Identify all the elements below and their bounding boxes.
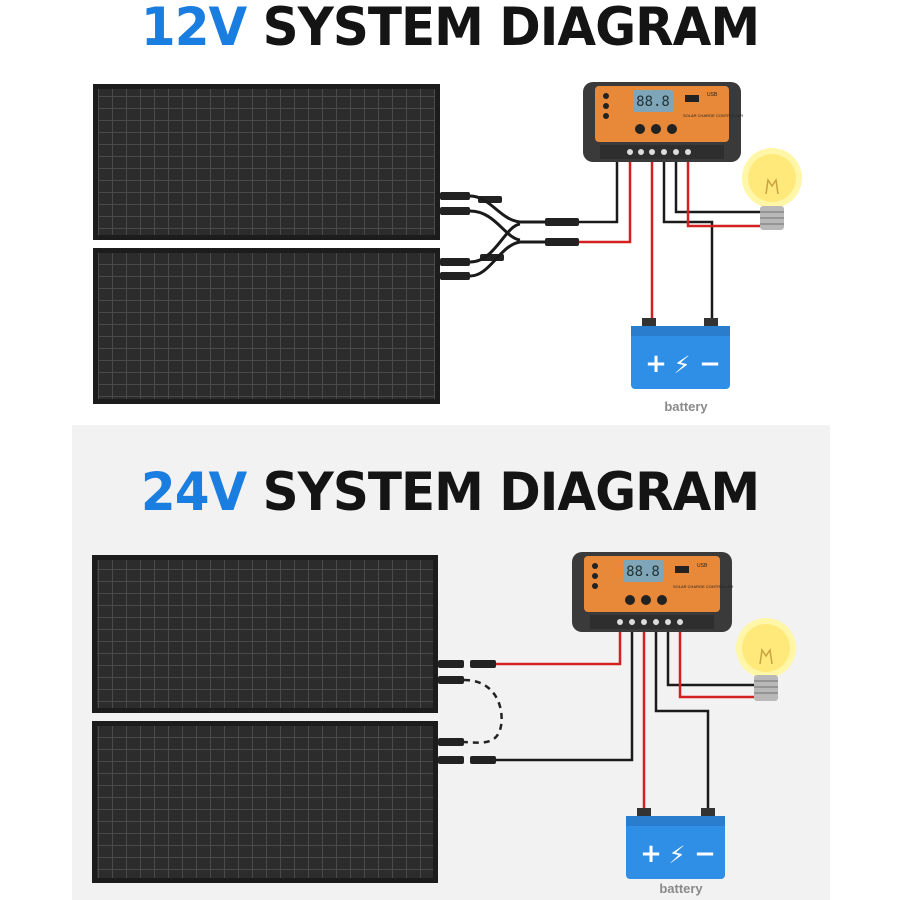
panel-connectors bbox=[438, 660, 496, 764]
diagram-12v: 12V SYSTEM DIAGRAM bbox=[0, 0, 900, 425]
svg-text:+: + bbox=[640, 839, 662, 869]
charge-controller-icon: 88.8 USB SOLAR CHARGE CONTROLLER bbox=[583, 82, 743, 162]
battery-icon: + ⚡ − bbox=[631, 318, 730, 389]
wiring-diagram-24v: 88.8 USB SOLAR CHARGE CONTROLLER bbox=[92, 552, 796, 896]
controller-wires bbox=[579, 160, 760, 322]
svg-text:+: + bbox=[645, 349, 667, 379]
svg-text:USB: USB bbox=[707, 92, 718, 98]
solar-panel-icon bbox=[93, 248, 440, 404]
light-bulb-icon bbox=[742, 148, 802, 230]
branch-wires bbox=[469, 194, 560, 278]
usb-label-12v: USB bbox=[707, 92, 718, 98]
title-main-12v: SYSTEM DIAGRAM bbox=[262, 0, 760, 58]
solar-panel-icon bbox=[92, 555, 438, 713]
battery-minus-24v: − bbox=[694, 839, 716, 869]
svg-text:SOLAR CHARGE CONTROLLER: SOLAR CHARGE CONTROLLER bbox=[683, 113, 743, 118]
controller-display-12v: 88.8 bbox=[636, 94, 670, 110]
svg-text:battery: battery bbox=[659, 881, 703, 896]
svg-text:USB: USB bbox=[697, 563, 708, 569]
solar-panel-icon bbox=[92, 721, 438, 883]
title-accent-12v: 12V bbox=[140, 0, 247, 58]
title-accent-24v: 24V bbox=[140, 461, 247, 523]
controller-text-24v: SOLAR CHARGE CONTROLLER bbox=[673, 584, 733, 589]
svg-text:⚡: ⚡ bbox=[669, 841, 686, 869]
title-main-24v: SYSTEM DIAGRAM bbox=[262, 461, 760, 523]
svg-text:−: − bbox=[694, 839, 716, 869]
series-jumper-wire bbox=[463, 678, 503, 744]
page-title-24v: 24V SYSTEM DIAGRAM bbox=[0, 462, 900, 523]
svg-text:SOLAR CHARGE CONTROLLER: SOLAR CHARGE CONTROLLER bbox=[673, 584, 733, 589]
panel-connectors bbox=[440, 192, 504, 280]
charge-controller-icon: 88.8 USB SOLAR CHARGE CONTROLLER bbox=[572, 552, 733, 632]
battery-label-24v: battery bbox=[659, 881, 703, 896]
battery-bolt-12v: ⚡ bbox=[674, 351, 691, 379]
battery-icon: + ⚡ − bbox=[626, 808, 725, 879]
controller-wires bbox=[496, 630, 754, 813]
svg-text:battery: battery bbox=[664, 399, 708, 414]
battery-label-12v: battery bbox=[664, 399, 708, 414]
svg-text:88.8: 88.8 bbox=[636, 94, 670, 110]
svg-text:⚡: ⚡ bbox=[674, 351, 691, 379]
usb-label-24v: USB bbox=[697, 563, 708, 569]
battery-plus-24v: + bbox=[640, 839, 662, 869]
svg-text:88.8: 88.8 bbox=[626, 564, 660, 580]
controller-text-12v: SOLAR CHARGE CONTROLLER bbox=[683, 113, 743, 118]
svg-text:−: − bbox=[699, 349, 721, 379]
battery-plus-12v: + bbox=[645, 349, 667, 379]
light-bulb-icon bbox=[736, 618, 796, 701]
controller-display-24v: 88.8 bbox=[626, 564, 660, 580]
wiring-diagram-12v: 88.8 USB SOLAR CHARGE CONTROLLER bbox=[93, 82, 802, 414]
solar-panel-icon bbox=[93, 84, 440, 240]
branch-connectors bbox=[545, 218, 579, 246]
diagram-24v: 24V SYSTEM DIAGRAM bbox=[0, 425, 900, 900]
page-title-12v: 12V SYSTEM DIAGRAM bbox=[0, 0, 900, 57]
battery-bolt-24v: ⚡ bbox=[669, 841, 686, 869]
battery-minus-12v: − bbox=[699, 349, 721, 379]
